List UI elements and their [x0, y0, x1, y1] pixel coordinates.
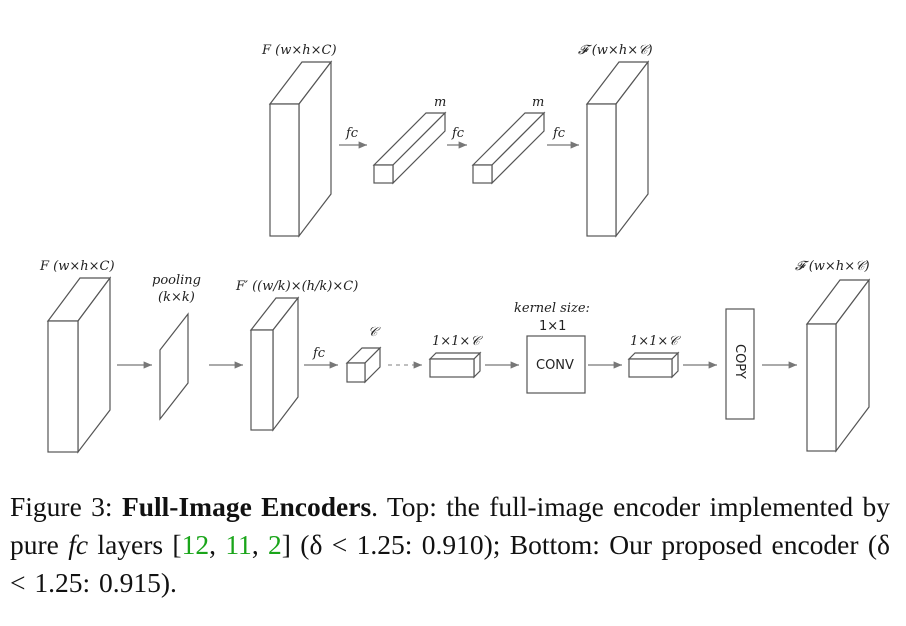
- conv-label: CONV: [536, 358, 574, 373]
- top-input-label: F (w×h×C): [261, 43, 337, 58]
- top-fc-label-3: fc: [552, 126, 566, 141]
- caption-sep-2: ,: [251, 529, 269, 560]
- bottom-fc-label: fc: [312, 346, 326, 361]
- bottom-input-feature-map: [46, 276, 112, 454]
- citation-link-11[interactable]: 11: [225, 529, 252, 560]
- caption-figure-number: Figure 3:: [10, 491, 113, 522]
- kernel-size-label: kernel size:: [514, 301, 590, 316]
- c-label: 𝒞: [368, 325, 381, 340]
- figure-caption: Figure 3: Full-Image Encoders. Top: the …: [10, 488, 890, 602]
- top-fc-label-2: fc: [451, 126, 465, 141]
- copy-box: [725, 308, 755, 420]
- top-output-feature-map: [585, 60, 650, 238]
- kernel-size-value: 1×1: [539, 319, 566, 334]
- top-fc-label-1: fc: [345, 126, 359, 141]
- top-m-label-1: m: [434, 95, 446, 110]
- caption-title: Full-Image Encoders: [121, 491, 372, 522]
- top-vector-2: [471, 111, 546, 185]
- citation-link-2[interactable]: 2: [268, 529, 282, 560]
- pooling-label: pooling: [152, 273, 201, 288]
- fc-output-vector: [345, 346, 382, 384]
- vec2-label: 1×1×𝒞: [630, 334, 681, 349]
- pooling-window: [159, 312, 189, 421]
- conv-box: [526, 335, 586, 394]
- caption-text-1: . Top: the full-image encoder implemente…: [10, 491, 890, 560]
- bottom-input-label: F (w×h×C): [39, 259, 115, 274]
- vector-1x1xc-output: [627, 351, 680, 379]
- copy-label: COPY: [732, 344, 747, 379]
- pooling-size-label: (k×k): [158, 290, 195, 305]
- vector-1x1xc-input: [428, 351, 482, 379]
- top-vector-1: [372, 111, 447, 185]
- caption-text-2: layers [: [88, 529, 182, 560]
- bottom-output-label: 𝓕 (w×h×𝒞): [795, 259, 870, 274]
- caption-fc: fc: [68, 529, 89, 560]
- top-output-label: 𝓕 (w×h×𝒞): [578, 43, 653, 58]
- top-m-label-2: m: [532, 95, 544, 110]
- caption-sep-1: ,: [209, 529, 226, 560]
- top-input-feature-map: [268, 60, 333, 238]
- encoder-diagram: F (w×h×C) fc m fc m fc 𝓕 (w×h×𝒞) F (w×h×…: [39, 43, 871, 454]
- bottom-output-feature-map: [805, 278, 871, 453]
- pooled-feature-map: [249, 296, 300, 432]
- caption-text-3: ] (δ < 1.25: 0.910); Bottom: Our propose…: [10, 529, 891, 598]
- fprime-label: F′ ((w/k)×(h/k)×C): [235, 279, 358, 294]
- citation-link-12[interactable]: 12: [181, 529, 210, 560]
- vec1-label: 1×1×𝒞: [432, 334, 483, 349]
